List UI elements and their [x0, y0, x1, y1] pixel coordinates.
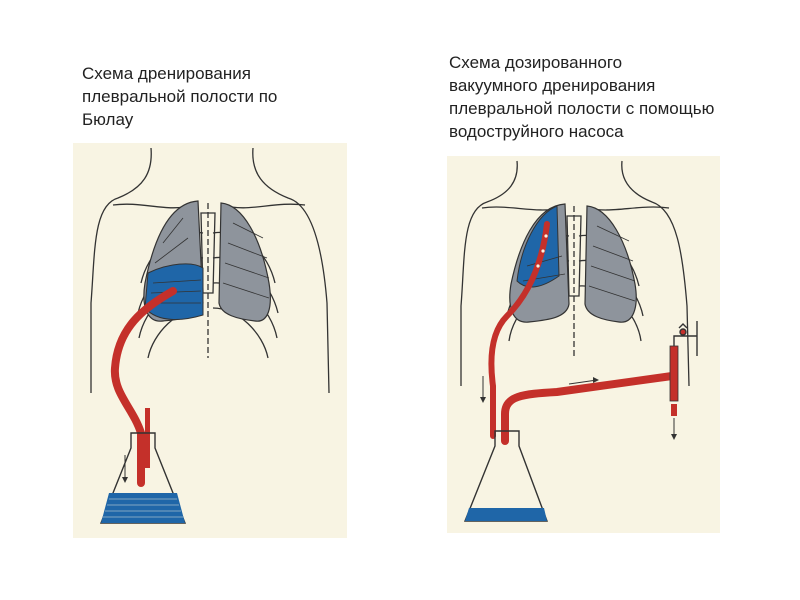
vacuum-illustration [460, 160, 698, 522]
arrow-icon [671, 418, 677, 440]
diagram-vacuum [447, 156, 720, 533]
flask-fluid [101, 493, 185, 523]
caption-vacuum: Схема дозированного вакуумного дренирова… [449, 53, 715, 141]
arrow-icon [568, 377, 599, 385]
flask-fluid-2 [465, 508, 547, 521]
diagram-bulau [73, 143, 347, 538]
bulau-illustration [90, 147, 330, 524]
arrow-icon [122, 455, 128, 483]
water-jet-pump [669, 345, 679, 402]
torso-outline [90, 147, 152, 393]
torso-outline-2 [460, 160, 518, 386]
lung-right-2 [584, 205, 637, 323]
arrow-icon [480, 376, 486, 403]
vacuum-tube [501, 372, 676, 445]
lung-right [218, 202, 271, 322]
drain-tube-2 [488, 221, 550, 439]
caption-bulau: Схема дренирования плевральной полости п… [82, 64, 278, 129]
tap-icon [673, 321, 698, 356]
drain-tube [110, 287, 177, 487]
vent-tube [145, 408, 150, 468]
